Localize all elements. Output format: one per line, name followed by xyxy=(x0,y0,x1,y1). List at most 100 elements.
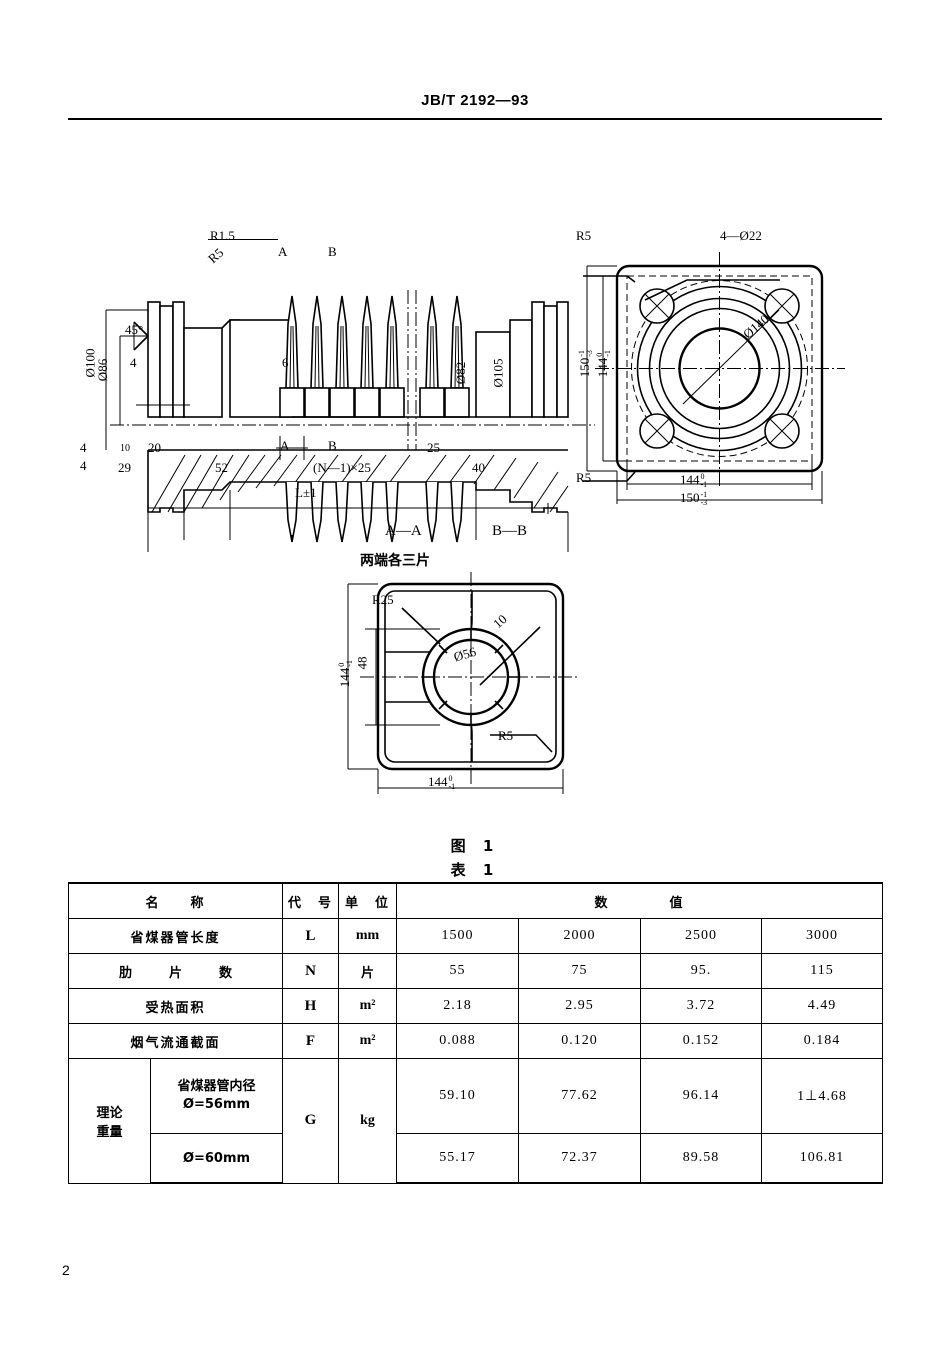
table-header-row: 名 称 代 号 单 位 数 值 xyxy=(67,882,884,919)
specification-table-container: 名 称 代 号 单 位 数 值 省煤器管长度 L mm 1500 2000 25… xyxy=(67,882,884,1184)
inner-dia-caption: 省煤器管内径 xyxy=(177,1079,256,1094)
label-r1-5: R1.5 xyxy=(210,228,235,243)
weight-label-line2: 重量 xyxy=(96,1124,123,1140)
cell-value: 59.10 xyxy=(396,1058,520,1134)
cell-value: 55 xyxy=(396,953,520,989)
page-number: 2 xyxy=(62,1262,70,1278)
label-endview-150-vertical: 150-1-3 xyxy=(576,350,594,378)
leader-r1-5 xyxy=(208,238,278,240)
row-unit-pian: 片 xyxy=(338,953,398,989)
section-marker-b-bottom: B xyxy=(328,438,337,453)
section-marker-a-bottom: A xyxy=(280,438,290,453)
label-endview-r5-top: R5 xyxy=(576,228,592,243)
cell-value: 75 xyxy=(518,953,642,989)
row-unit-mm: mm xyxy=(338,918,398,954)
cell-value: 2.18 xyxy=(396,988,520,1024)
inner-dia-56-value: Ø=56mm xyxy=(182,1097,251,1112)
cell-value: 0.088 xyxy=(396,1023,520,1059)
cell-value: 95. xyxy=(640,953,763,989)
label-dim-10: 10 xyxy=(120,443,130,454)
overall-length-dimension-line xyxy=(147,503,549,514)
cell-value: 1⊥4.68 xyxy=(761,1058,884,1134)
cell-value: 0.152 xyxy=(640,1023,763,1059)
section-marker-a-top: A xyxy=(278,244,288,259)
cell-value: 115 xyxy=(761,953,884,989)
cell-value: 1500 xyxy=(396,918,520,954)
label-45deg: 45° xyxy=(125,322,144,337)
label-dim-52: 52 xyxy=(215,460,228,475)
label-dim-20: 20 xyxy=(148,440,161,455)
cell-value: 2.95 xyxy=(518,988,642,1024)
row-symbol-L: L xyxy=(282,918,340,954)
table-row: 肋 片 数 N 片 55 75 95. 115 xyxy=(67,953,884,989)
label-section-r5: R5 xyxy=(498,728,514,743)
row-unit-m2: m² xyxy=(338,1023,398,1059)
cell-value: 0.120 xyxy=(518,1023,642,1059)
row-symbol-N: N xyxy=(282,953,340,989)
flange-end-view xyxy=(583,252,845,504)
standard-number: JB/T 2192—93 xyxy=(421,92,529,109)
header-value: 数 值 xyxy=(396,882,884,919)
specification-table: 名 称 代 号 单 位 数 值 省煤器管长度 L mm 1500 2000 25… xyxy=(67,882,884,1184)
label-dim-4-top: 4 xyxy=(130,355,137,370)
row-label-inner-dia-60: Ø=60mm xyxy=(149,1133,284,1184)
header-unit: 单 位 xyxy=(338,882,398,919)
figure-1-drawing: R1.5 R5 45° Ø100 Ø86 Ø82 Ø105 A B A B 4 … xyxy=(60,200,890,840)
weight-label-line1: 理论 xyxy=(96,1105,123,1121)
label-section-r25: R25 xyxy=(372,592,394,607)
cell-value: 2000 xyxy=(518,918,642,954)
label-dia-105: Ø105 xyxy=(490,358,506,388)
label-section-48: 48 xyxy=(354,656,370,670)
section-note-three-fins: 两端各三片 xyxy=(360,553,430,569)
label-dim-40: 40 xyxy=(472,460,485,475)
row-symbol-F: F xyxy=(282,1023,340,1059)
section-title-aa: A—A xyxy=(385,523,422,539)
caption-table-1: 表 1 xyxy=(450,861,500,879)
row-label-tube-length: 省煤器管长度 xyxy=(67,918,284,954)
label-total-length: L±1 xyxy=(295,485,317,500)
row-unit-m2: m² xyxy=(338,988,398,1024)
label-endview-150-horizontal: 150-1-3 xyxy=(680,489,708,508)
economizer-tube-longitudinal-view xyxy=(105,290,595,552)
cell-value: 4.49 xyxy=(761,988,884,1024)
row-label-inner-dia-56: 省煤器管内径 Ø=56mm xyxy=(149,1058,284,1134)
label-dim-6: 6 xyxy=(282,355,289,370)
label-dia-86: Ø86 xyxy=(95,358,111,382)
page-header: JB/T 2192—93 xyxy=(68,92,882,110)
row-label-heating-area: 受热面积 xyxy=(67,988,284,1024)
row-symbol-H: H xyxy=(282,988,340,1024)
caption-figure-1: 图 1 xyxy=(450,837,500,855)
row-label-flue-gas-area: 烟气流通截面 xyxy=(67,1023,284,1059)
section-title-bb: B—B xyxy=(492,523,528,539)
label-endview-r5-bottom: R5 xyxy=(576,470,592,485)
table-row: 受热面积 H m² 2.18 2.95 3.72 4.49 xyxy=(67,988,884,1024)
row-symbol-G: G xyxy=(282,1058,340,1184)
row-label-fin-count: 肋 片 数 xyxy=(67,953,284,989)
label-dim-4-a: 4 xyxy=(80,440,87,455)
cell-value: 2500 xyxy=(640,918,763,954)
label-dim-29: 29 xyxy=(118,460,131,475)
label-dia-82: Ø82 xyxy=(453,361,469,385)
cell-value: 3000 xyxy=(761,918,884,954)
table-row-weight-60: Ø=60mm 55.17 72.37 89.58 106.81 xyxy=(69,1133,884,1184)
fin-cross-section-view xyxy=(347,572,580,794)
cell-value: 89.58 xyxy=(640,1133,763,1184)
cell-value: 106.81 xyxy=(761,1133,884,1184)
label-dim-25: 25 xyxy=(427,440,440,455)
table-row-weight-56: 理论 重量 省煤器管内径 Ø=56mm G kg 59.10 77.62 96.… xyxy=(68,1058,884,1184)
label-dim-4-b: 4 xyxy=(80,458,87,473)
row-unit-kg: kg xyxy=(338,1058,398,1184)
cell-value: 0.184 xyxy=(761,1023,884,1059)
figure-table-captions: 图 1 表 1 xyxy=(0,834,950,882)
cell-value: 72.37 xyxy=(518,1133,642,1184)
header-symbol: 代 号 xyxy=(282,882,340,919)
cell-value: 96.14 xyxy=(640,1058,763,1134)
table-row: 烟气流通截面 F m² 0.088 0.120 0.152 0.184 xyxy=(67,1023,884,1059)
cell-value: 3.72 xyxy=(640,988,763,1024)
section-marker-b-top: B xyxy=(328,244,337,259)
header-divider xyxy=(68,118,882,120)
